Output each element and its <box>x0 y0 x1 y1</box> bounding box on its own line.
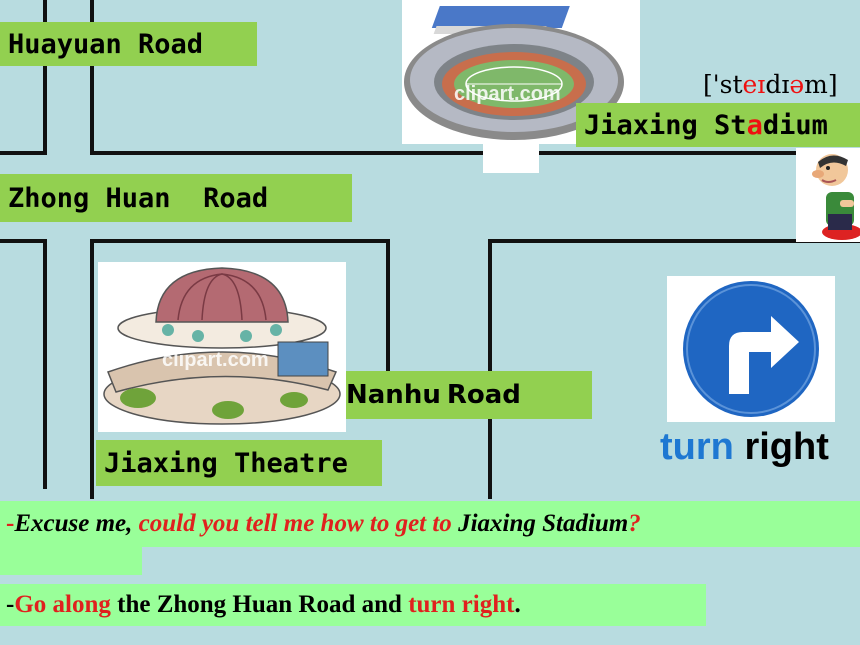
thinking-man-image <box>796 148 860 242</box>
theatre-image: clipart.com <box>98 262 346 432</box>
turn-right-sign-image <box>667 276 835 422</box>
man-drawing <box>812 154 860 240</box>
turn-right-sign-icon <box>683 281 819 417</box>
answer-line: -Go along the Zhong Huan Road and turn r… <box>0 584 706 626</box>
theatre-drawing: clipart.com <box>103 267 341 425</box>
theatre-watermark: clipart.com <box>162 349 269 371</box>
stadium-watermark: clipart.com <box>454 83 561 105</box>
road-line <box>0 239 47 243</box>
road-line <box>90 239 94 499</box>
turn-right-caption: turn right <box>660 426 829 468</box>
question-line: -Excuse me, could you tell me how to get… <box>0 501 860 547</box>
stadium-drawing: clipart.com <box>404 6 624 140</box>
huayuan-road-label: Huayuan Road <box>0 22 257 66</box>
road-line <box>488 239 860 243</box>
road-line <box>488 239 492 499</box>
stadium-image: clipart.com <box>402 0 640 144</box>
road-line <box>0 151 47 155</box>
road-line <box>43 0 47 155</box>
jiaxing-theatre-label: Jiaxing Theatre <box>96 440 382 486</box>
road-line <box>43 239 47 489</box>
stadium-phonetic: ['steɪdɪəm] <box>703 70 838 99</box>
zhong-huan-road-label: Zhong Huan Road <box>0 174 352 222</box>
road-line <box>90 239 390 243</box>
road-line <box>90 151 860 155</box>
road-line <box>90 0 94 155</box>
question-line-tail <box>0 547 142 575</box>
stadium-entrance-block <box>483 141 539 173</box>
road-line <box>386 239 390 374</box>
